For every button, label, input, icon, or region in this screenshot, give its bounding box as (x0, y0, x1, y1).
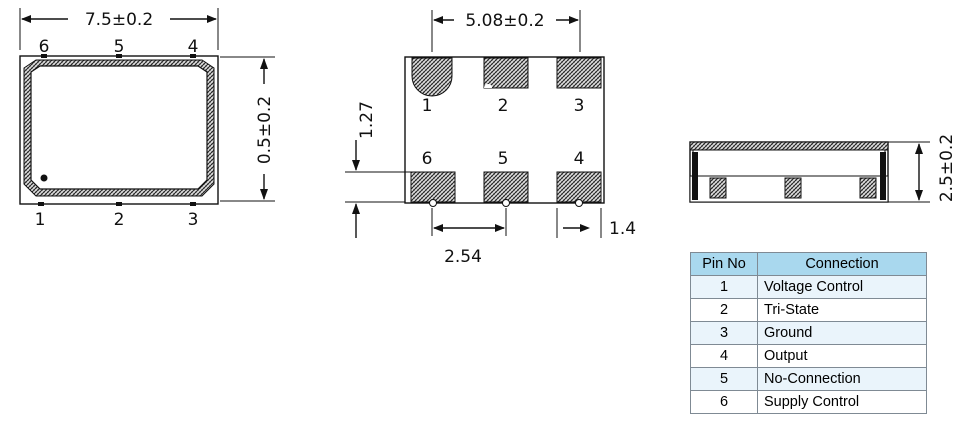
connection-cell: Tri-State (757, 298, 927, 322)
pad-notch (484, 84, 492, 88)
top-pin-label: 6 (39, 37, 50, 57)
connection-cell: Voltage Control (757, 275, 927, 299)
pin-number-cell: 6 (690, 390, 758, 414)
side-pad (709, 177, 727, 199)
pad-pin-label: 2 (498, 96, 509, 116)
side-height-dimension-label: 2.5±0.2 (937, 134, 957, 202)
side-body (692, 149, 886, 177)
bottom-pin-label: 1 (35, 210, 46, 230)
pitch-dimension-label: 5.08±0.2 (465, 11, 544, 31)
row-gap-dimension-label: 1.27 (357, 101, 377, 139)
column-header-pin: Pin No (690, 252, 758, 276)
pad-2 (483, 57, 529, 89)
pad-nub (41, 54, 47, 58)
pad-pin-label: 5 (498, 149, 509, 169)
arrow-right-icon (569, 16, 579, 24)
pin-number-cell: 5 (690, 367, 758, 391)
table-row: 3 Ground (690, 321, 927, 345)
package-lid (30, 65, 208, 190)
bottom-pin-label: 3 (188, 210, 199, 230)
arrow-down-icon (915, 190, 923, 201)
bottom-pin-label: 2 (114, 210, 125, 230)
side-pad-right (880, 152, 886, 200)
arrow-up-icon (260, 58, 268, 69)
arrow-down-icon (260, 189, 268, 200)
col-pitch-dimension-label: 2.54 (444, 247, 482, 267)
table-row: 1 Voltage Control (690, 275, 927, 299)
table-row: 4 Output (690, 344, 927, 368)
pad-nub (190, 54, 196, 58)
pad-pin-label: 3 (574, 96, 585, 116)
side-pad-left (692, 152, 698, 200)
arrow-up-icon (915, 143, 923, 154)
pad-notch (575, 199, 583, 207)
pin-number-cell: 4 (690, 344, 758, 368)
top-view: 7.5±0.2 6 5 4 1 2 3 0.5±0.2 (19, 8, 275, 230)
pad-pin-label: 4 (574, 149, 585, 169)
pin-connection-table: Pin No Connection 1 Voltage Control 2 Tr… (690, 252, 927, 414)
top-pin-label: 4 (188, 37, 199, 57)
table-row: 6 Supply Control (690, 390, 927, 414)
pin-number-cell: 2 (690, 298, 758, 322)
arrow-left-icon (433, 224, 443, 232)
width-dimension-label: 7.5±0.2 (85, 10, 153, 30)
pad-nub (116, 202, 122, 206)
pad-1 (411, 57, 453, 97)
height-dimension-label: 0.5±0.2 (255, 96, 275, 164)
side-pad (784, 177, 802, 199)
pin-number-cell: 1 (690, 275, 758, 299)
pin1-dot-icon (40, 174, 48, 182)
arrow-right-icon (207, 15, 217, 23)
pad-3 (556, 57, 602, 89)
pad-nub (116, 54, 122, 58)
arrow-down-icon (352, 160, 360, 171)
arrow-left-icon (433, 16, 443, 24)
side-pad (859, 177, 877, 199)
pin-number-cell: 3 (690, 321, 758, 345)
pad-notch (429, 199, 437, 207)
pad-nub (38, 202, 44, 206)
connection-cell: Supply Control (757, 390, 927, 414)
connection-cell: No-Connection (757, 367, 927, 391)
pad-5 (483, 171, 529, 203)
arrow-right-icon (580, 224, 590, 232)
table-header-row: Pin No Connection (690, 252, 927, 276)
pad-view: 5.08±0.2 1 2 3 6 5 4 1.27 2. (345, 10, 636, 267)
pad-nub (190, 202, 196, 206)
arrow-left-icon (21, 15, 31, 23)
arrow-up-icon (352, 203, 360, 214)
column-header-connection: Connection (757, 252, 927, 276)
table-row: 2 Tri-State (690, 298, 927, 322)
pad-6 (410, 171, 456, 203)
pad-width-dimension-label: 1.4 (609, 219, 636, 239)
side-lid-band (689, 141, 889, 151)
side-view: 2.5±0.2 (689, 134, 957, 203)
top-pin-label: 5 (114, 37, 125, 57)
pad-pin-label: 6 (422, 149, 433, 169)
pad-pin-label: 1 (422, 96, 433, 116)
pad-notch (502, 199, 510, 207)
connection-cell: Output (757, 344, 927, 368)
connection-cell: Ground (757, 321, 927, 345)
table-row: 5 No-Connection (690, 367, 927, 391)
arrow-right-icon (495, 224, 505, 232)
pad-4 (556, 171, 602, 203)
